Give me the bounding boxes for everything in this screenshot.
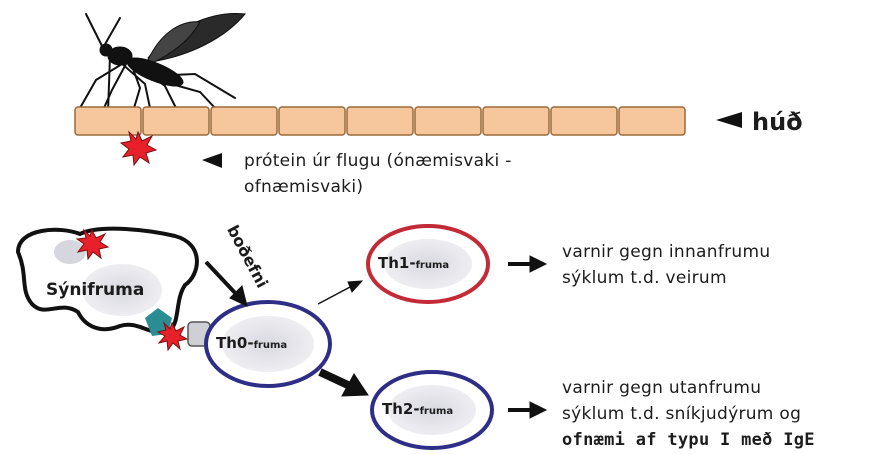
th1-outcome-line2: sýklum t.d. veirum [562,266,727,290]
th2-label: Th2-fruma [382,400,453,418]
th1-outcome-line1: varnir gegn innanfrumu [562,240,770,264]
th2-outcome-line3: ofnæmi af typu I með IgE [562,428,815,452]
th0-label: Th0-fruma [216,334,287,352]
apc-label: Sýnifruma [46,280,144,300]
pointer-triangle-icon [202,153,222,168]
th1-label-prefix: Th1- [378,254,416,272]
skin-cell [551,107,617,135]
protein-label-line1: prótein úr flugu (ónæmisvaki - [244,150,512,172]
skin-cell [279,107,345,135]
skin-cell [143,107,209,135]
th2-outcome-line3-text: ofnæmi af typu I með IgE [562,430,815,450]
th2-outcome-line2: sýklum t.d. sníkjudýrum og [562,402,801,426]
pointer-triangle-icon [716,112,742,128]
apc-nucleus-shadow [54,240,86,264]
allergen-star-icon [121,132,156,165]
skin-cell [619,107,685,135]
skin-layer [75,107,685,135]
skin-label: húð [752,108,803,136]
protein-label-line2: ofnæmisvaki) [244,176,363,198]
skin-cell [347,107,413,135]
th1-label-suffix: fruma [416,260,450,271]
th1-label: Th1-fruma [378,254,449,272]
mosquito-icon [80,13,245,112]
skin-cell [211,107,277,135]
th0-label-suffix: fruma [254,340,288,351]
th2-outcome-line1: varnir gegn utanfrumu [562,376,761,400]
th2-label-prefix: Th2- [382,400,420,418]
skin-cell [415,107,481,135]
skin-cell [75,107,141,135]
th2-label-suffix: fruma [420,406,454,417]
th0-label-prefix: Th0- [216,334,254,352]
skin-cell [483,107,549,135]
